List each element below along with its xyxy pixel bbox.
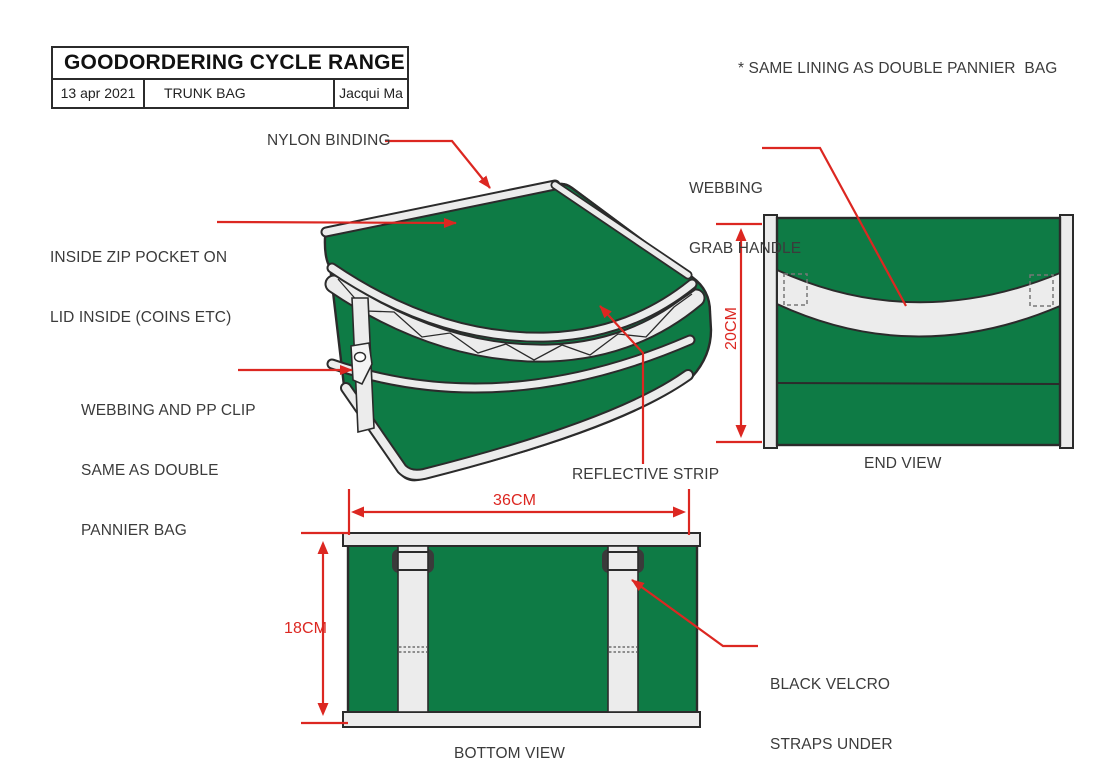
main-bag-isometric-view bbox=[320, 179, 713, 482]
label-reflective-strip: REFLECTIVE STRIP bbox=[572, 466, 720, 483]
clip-loop-hole bbox=[353, 351, 367, 363]
leader-grab-handle bbox=[762, 146, 907, 307]
dimension-20cm bbox=[716, 222, 762, 444]
end-view-drawing bbox=[763, 214, 1074, 449]
label-webbing-clip: WEBBING AND PP CLIP SAME AS DOUBLE PANNI… bbox=[81, 402, 256, 539]
dimension-label-18cm: 18CM bbox=[284, 620, 328, 637]
drawing-product-name: TRUNK BAG bbox=[145, 80, 335, 107]
lining-note: * SAME LINING AS DOUBLE PANNIER BAG bbox=[738, 60, 1058, 77]
drawing-title: GOODORDERING CYCLE RANGE bbox=[64, 51, 405, 74]
dimension-18cm bbox=[301, 531, 348, 725]
handle-stitch-left bbox=[783, 273, 808, 306]
leader-nylon-binding bbox=[385, 139, 491, 189]
title-block-info-row: 13 apr 2021 TRUNK BAG Jacqui Ma bbox=[53, 78, 407, 107]
leader-zip-pocket bbox=[216, 217, 457, 228]
bottom-view-drawing bbox=[342, 532, 701, 728]
caption-bottom-view: BOTTOM VIEW bbox=[454, 745, 566, 762]
end-view-right-binding-bar bbox=[1059, 214, 1074, 449]
label-nylon-binding: NYLON BINDING bbox=[267, 132, 391, 149]
bottom-view-top-binding bbox=[342, 532, 701, 547]
end-view-panel bbox=[775, 216, 1062, 447]
drawing-author: Jacqui Ma bbox=[339, 85, 403, 101]
velcro-strap-left bbox=[397, 545, 429, 713]
bottom-view-bottom-binding bbox=[342, 711, 701, 728]
title-block: GOODORDERING CYCLE RANGE 13 apr 2021 TRU… bbox=[51, 46, 409, 109]
handle-stitch-right bbox=[1029, 274, 1054, 307]
dimension-label-20cm: 20CM bbox=[723, 306, 740, 350]
dimension-36cm bbox=[347, 489, 691, 535]
velcro-strap-right bbox=[607, 545, 639, 713]
label-zip-pocket: INSIDE ZIP POCKET ON LID INSIDE (COINS E… bbox=[50, 249, 232, 326]
drawing-date: 13 apr 2021 bbox=[53, 80, 145, 107]
grab-handle-band bbox=[776, 268, 1061, 338]
dimension-label-36cm: 36CM bbox=[493, 492, 537, 509]
label-grab-handle: WEBBING GRAB HANDLE bbox=[689, 180, 802, 257]
label-velcro-straps: BLACK VELCRO STRAPS UNDER bbox=[770, 676, 893, 753]
leader-reflective-strip bbox=[599, 305, 645, 464]
end-view-seam bbox=[776, 382, 1061, 385]
leader-velcro-straps bbox=[631, 579, 758, 648]
caption-end-view: END VIEW bbox=[864, 455, 942, 472]
red-annotation-lines bbox=[216, 139, 907, 725]
reflective-zigzag-pattern bbox=[337, 278, 693, 361]
